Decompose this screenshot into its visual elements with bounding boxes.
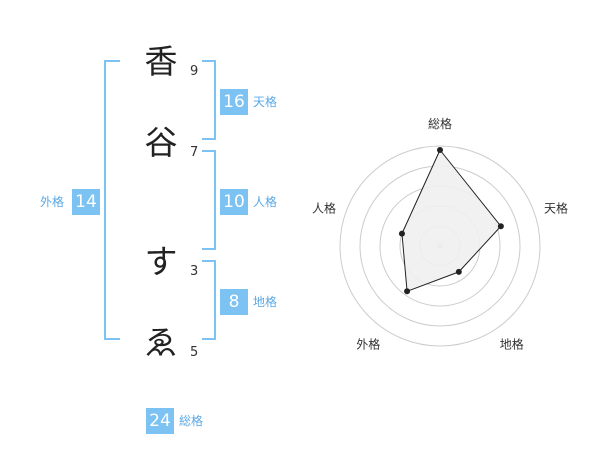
stroke-count-3: 3 <box>190 264 199 279</box>
chikaku-value: 8 <box>220 289 248 315</box>
radar-point-3 <box>455 268 462 275</box>
radar-point-1 <box>437 147 443 153</box>
radar-axis-label-5: 人格 <box>312 200 336 215</box>
tenkaku-bracket <box>202 60 216 140</box>
radar-polygon <box>401 149 502 293</box>
radar-point-2 <box>497 223 504 230</box>
gaikaku-label: 外格 <box>40 195 65 209</box>
chikaku-label: 地格 <box>253 295 278 309</box>
jinkaku-label: 人格 <box>253 195 278 209</box>
radar-axis-label-4: 外格 <box>356 337 380 352</box>
stroke-count-2: 7 <box>190 145 199 160</box>
gaikaku-value: 14 <box>72 189 100 215</box>
radar-axis-label-1: 総格 <box>428 116 452 131</box>
chikaku-bracket <box>202 260 216 340</box>
radar-ring-5 <box>339 145 541 347</box>
gaikaku-bracket <box>104 60 120 340</box>
radar-axis-label-2: 天格 <box>544 200 568 215</box>
jinkaku-value: 10 <box>220 189 248 215</box>
soukaku-label: 総格 <box>179 414 204 428</box>
soukaku-value: 24 <box>146 408 174 434</box>
name-char-4: ゑ <box>144 323 178 362</box>
stroke-count-1: 9 <box>190 64 199 79</box>
radar-point-5 <box>398 230 405 237</box>
tenkaku-label: 天格 <box>253 95 278 109</box>
name-char-2: 谷 <box>144 123 178 162</box>
jinkaku-bracket <box>202 150 216 250</box>
tenkaku-value: 16 <box>220 89 248 115</box>
stroke-count-4: 5 <box>190 345 199 360</box>
radar-point-4 <box>404 288 411 295</box>
name-char-1: 香 <box>144 42 178 81</box>
name-char-3: す <box>144 242 178 281</box>
radar-axis-label-3: 地格 <box>500 337 524 352</box>
